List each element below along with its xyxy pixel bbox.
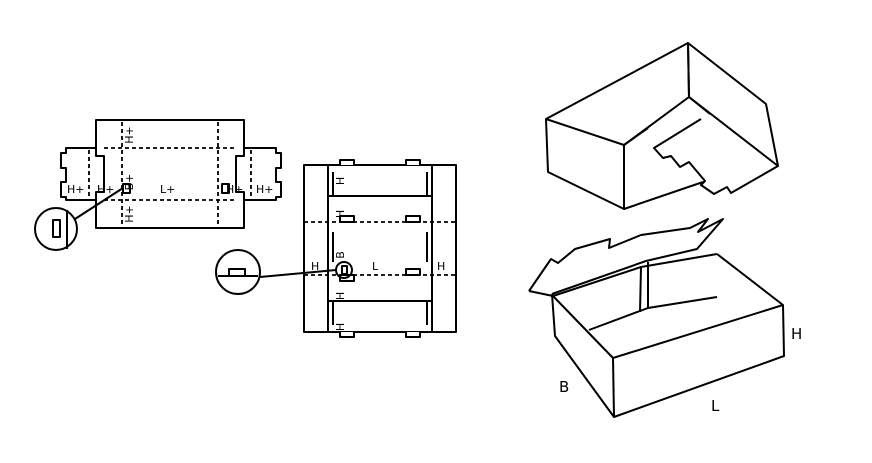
dim-label-b: B [559, 378, 569, 396]
label-right-flap: H+ [256, 183, 274, 196]
dim-label-l: L [711, 397, 720, 415]
label-length: L+ [160, 183, 175, 196]
label-length: L [372, 260, 379, 273]
right-end-panel [244, 147, 282, 201]
label-width: B+ [123, 174, 136, 191]
bottom-flap [95, 200, 245, 229]
dim-label-h: H [791, 325, 802, 343]
tray-outline [303, 164, 457, 333]
label-left-inner: H+ [97, 183, 115, 196]
assembled-tray: B L H [528, 218, 802, 418]
label-upper-h: H [334, 210, 347, 218]
tray-blank: H H B H H H L H [215, 159, 457, 338]
label-left-flap: H+ [67, 183, 85, 196]
top-flap [95, 119, 245, 148]
label-top-h: H [334, 177, 347, 185]
label-bottom-flap: H+ [123, 205, 136, 223]
lid-blank: H+ H+ L+ H+ H+ H+ B+ H+ [34, 119, 282, 251]
label-lower-h: H [334, 292, 347, 300]
assembled-lid [545, 42, 779, 210]
label-right-h: H [437, 260, 445, 273]
left-end-panel [60, 147, 96, 201]
label-bottom-h: H [334, 323, 347, 331]
label-right-inner: H+ [226, 183, 244, 196]
label-b: B [334, 251, 347, 259]
label-top-flap: H+ [123, 126, 136, 144]
label-left-h: H [311, 260, 319, 273]
